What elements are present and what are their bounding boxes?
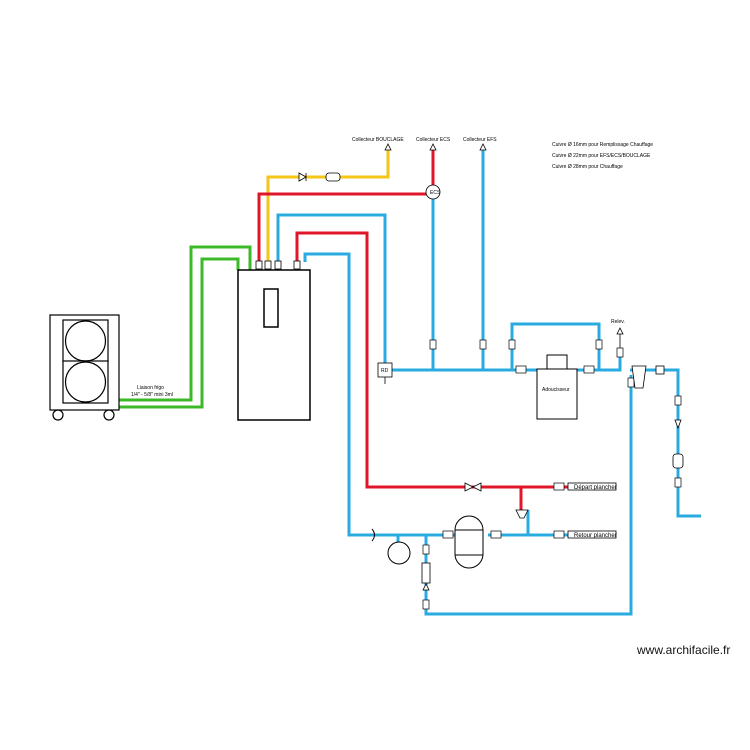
relief-label: Relev. <box>611 319 625 325</box>
gauge-icon <box>672 453 684 469</box>
liaison-frigo-label: Liaison frigo <box>137 385 164 391</box>
loop-accessories <box>298 172 341 182</box>
legend-item: Cuivre Ø 22mm pour EFS/ECS/BOUCLAGE <box>552 153 651 159</box>
floor-manifolds: Départ plancher Retour plancher <box>567 482 617 539</box>
fan-icon <box>64 361 107 403</box>
softener-label: Adoucisseur <box>542 387 570 393</box>
buffer-tank <box>454 515 484 569</box>
collecteur-ecs-label: Collecteur ECS <box>416 137 451 143</box>
retour-plancher-label: Retour plancher <box>574 533 617 539</box>
line-valves <box>422 339 682 610</box>
collecteur-bouclage-label: Collecteur BOUCLAGE <box>352 137 404 143</box>
reducer-label: RD <box>381 368 389 374</box>
circulator-icon <box>325 172 341 182</box>
filling-valve <box>421 562 431 591</box>
collector-arrows <box>384 143 487 151</box>
water-softener: Adoucisseur <box>536 354 578 420</box>
ecs-meter-label: ECS <box>430 190 441 196</box>
loop-return-line <box>266 150 390 262</box>
collecteur-efs-label: Collecteur EFS <box>463 137 497 143</box>
hot-water-lines <box>257 150 616 510</box>
outdoor-heat-pump <box>49 314 120 421</box>
liaison-frigo-spec: 1/4" - 5/8" mini 3ml <box>131 392 173 398</box>
legend-item: Cuivre Ø 16mm pour Remplissage Chauffage <box>552 142 653 148</box>
depart-plancher-label: Départ plancher <box>574 485 617 491</box>
pressure-reducer: RD <box>377 362 393 384</box>
check-valve-icon <box>298 172 307 182</box>
watermark[interactable]: www.archifacile.fr <box>637 643 731 657</box>
fan-icon <box>64 320 107 362</box>
indoor-unit <box>237 269 311 421</box>
legend: Cuivre Ø 16mm pour Remplissage Chauffage… <box>552 142 653 170</box>
relief-device: Relev. <box>611 319 625 348</box>
ecs-meter: ECS <box>425 184 441 200</box>
filter <box>631 365 684 469</box>
unit-valves <box>255 260 301 270</box>
mixing-valve <box>464 482 529 519</box>
expansion-vessel <box>371 528 411 565</box>
refrigerant-lines <box>112 245 252 409</box>
legend-item: Cuivre Ø 28mm pour Chauffage <box>552 164 623 170</box>
